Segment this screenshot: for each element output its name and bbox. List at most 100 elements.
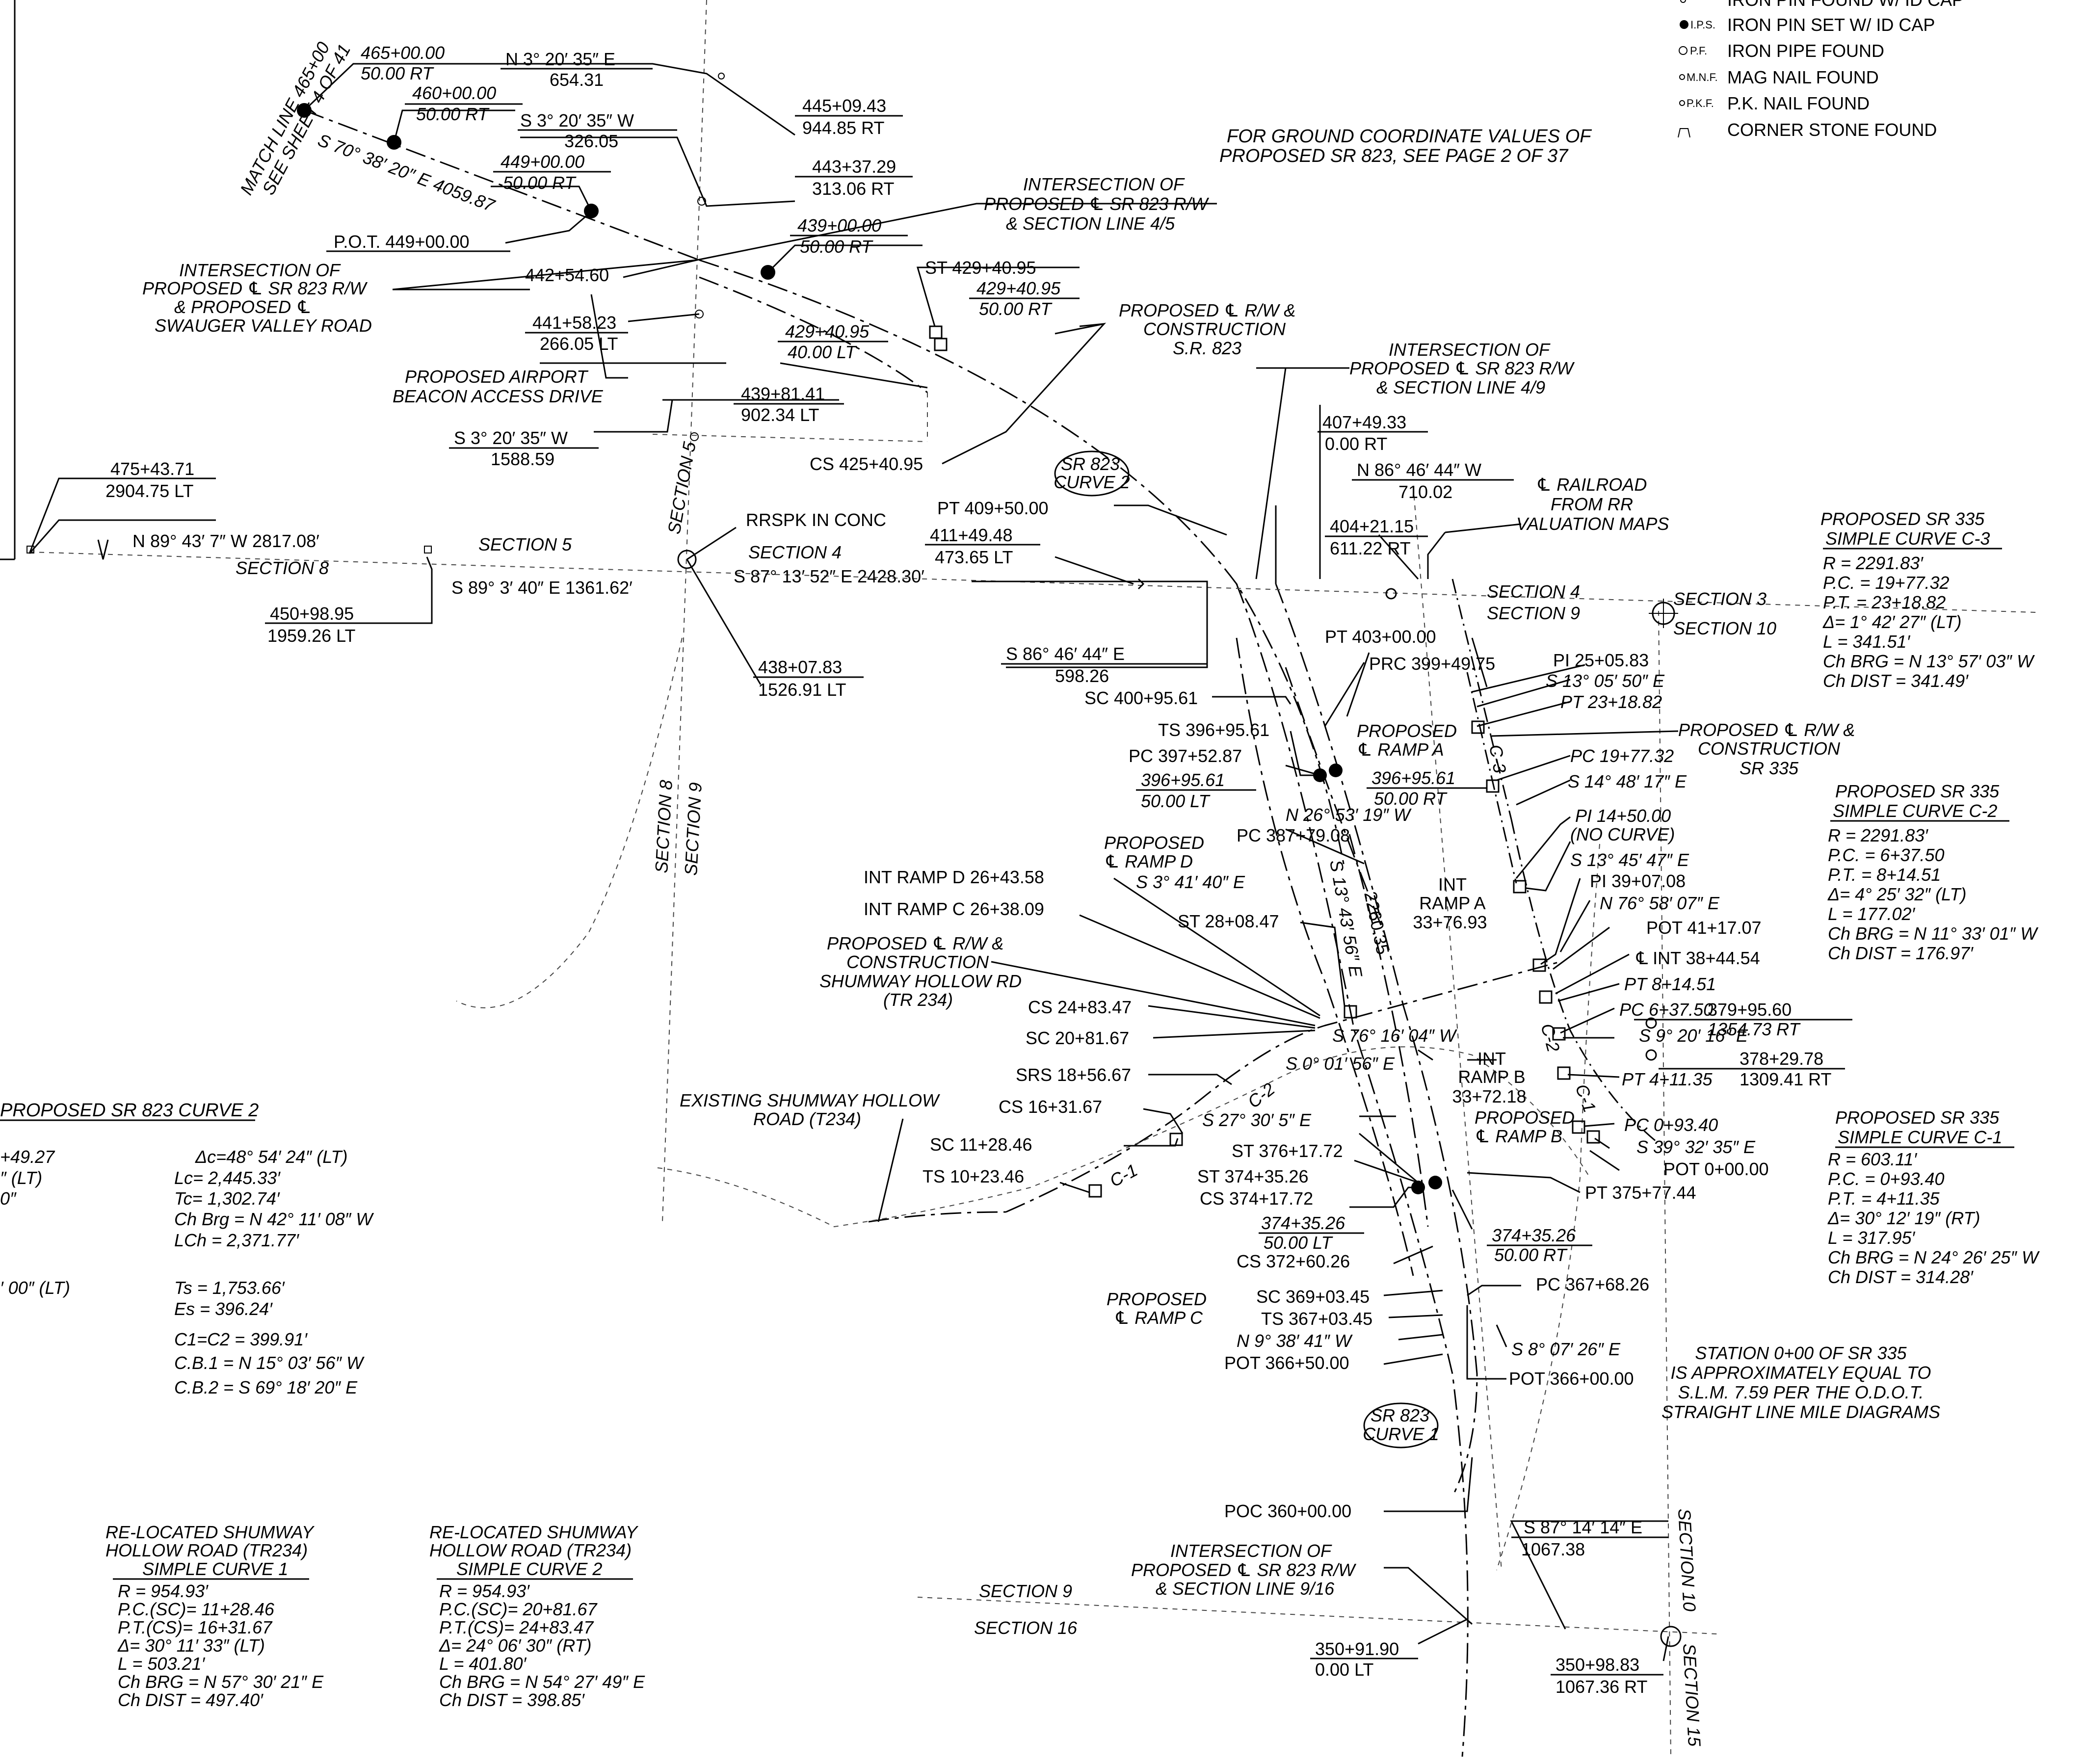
plat-label: 266.05 LT [540, 334, 618, 354]
plat-label: P.K. NAIL FOUND [1727, 93, 1870, 113]
plat-label: INTERSECTION OF [1389, 340, 1551, 360]
plat-label: ℄ INT 38+44.54 [1636, 948, 1760, 968]
iron-pin-found-icon [1680, 0, 1686, 3]
plat-label: PI 25+05.83 [1553, 650, 1649, 670]
plat-label: 50.00 RT [416, 104, 490, 124]
plat-label: 313.06 RT [812, 179, 894, 199]
linework [0, 0, 2037, 1757]
plat-label: SECTION 10 [1674, 1508, 1700, 1612]
plat-label: (NO CURVE) [1570, 824, 1675, 844]
plat-label: SECTION 10 [1673, 618, 1776, 638]
plat-label: IS APPROXIMATELY EQUAL TO [1671, 1363, 1931, 1383]
plat-label: P.F. [1690, 45, 1707, 57]
plat-label: PI 14+50.00 [1575, 806, 1671, 826]
plat-label: 450+98.95 [270, 604, 354, 624]
plat-label: SIMPLE CURVE C-2 [1833, 801, 1997, 821]
plat-label: PC 0+93.40 [1624, 1115, 1718, 1135]
plat-label: 1588.59 [491, 449, 554, 469]
plat-label: S 27° 30′ 5″ E [1202, 1110, 1312, 1130]
plat-label: N 89° 43′ 7″ W 2817.08′ [132, 531, 319, 551]
legend-item: CORNER STONE FOUND [1678, 120, 1937, 140]
plat-label: SC 400+95.61 [1084, 688, 1198, 708]
plat-label: P.T.(CS)= 24+83.47 [439, 1617, 594, 1637]
plat-label: Δc=48° 54′ 24″ (LT) [195, 1147, 348, 1167]
plat-label: TS 396+95.61 [1158, 720, 1269, 740]
table-sr335-c1: PROPOSED SR 335 SIMPLE CURVE C-1 R = 603… [1827, 1107, 2040, 1287]
plat-label: PROPOSED ℄ R/W & [1119, 300, 1295, 320]
plat-label: & SECTION LINE 9/16 [1156, 1579, 1335, 1599]
sr335-alignment [1451, 579, 1512, 820]
plat-label: P.T. = 8+14.51 [1828, 865, 1941, 885]
plat-label: 50.00 RT [800, 237, 873, 257]
plat-label: Lc= 2,445.33′ [174, 1168, 281, 1188]
plat-label: & SECTION LINE 4/5 [1006, 213, 1175, 234]
plat-label: ′ 00″ (LT) [0, 1278, 70, 1298]
sr823-curve2 [699, 259, 1345, 869]
plat-label: S 87° 14′ 14″ E [1524, 1517, 1642, 1537]
plat-label: SECTION 4 [748, 542, 842, 562]
plat-label: PT 375+77.44 [1585, 1183, 1696, 1203]
plat-label: 1526.91 LT [758, 680, 846, 700]
section-line-10 [1658, 610, 1671, 1757]
plat-label: SIMPLE CURVE C-3 [1825, 528, 1990, 549]
plat-label: 50.00 RT [1494, 1245, 1568, 1265]
plat-label: N 86° 46′ 44″ W [1357, 460, 1481, 480]
plat-label: INTERSECTION OF [179, 260, 341, 280]
plat-label: SECTION 9 [1487, 603, 1580, 623]
plat-label: PC 387+79.08 [1237, 825, 1350, 845]
plat-label: P.O.T. 449+00.00 [334, 232, 470, 252]
plat-label: S.R. 823 [1173, 338, 1241, 358]
plat-label: RAMP A [1419, 893, 1485, 913]
plat-label: C-1 [1107, 1160, 1141, 1191]
plat-label: S 8° 07′ 26″ E [1511, 1339, 1621, 1359]
plat-label: SR 823 [1371, 1405, 1429, 1425]
plat-label: S 86° 46′ 44″ E [1006, 644, 1125, 664]
plat-label: CS 16+31.67 [999, 1097, 1102, 1117]
plat-label: PC 6+37.50 [1619, 1000, 1713, 1020]
pk-nail-found-icon [1679, 100, 1685, 106]
plat-label: PT 403+00.00 [1325, 627, 1436, 647]
plat-label: 439+81.41 [741, 384, 825, 404]
plat-label: 460+00.00 [412, 83, 496, 103]
iron-pipe-found-icon [1679, 46, 1687, 55]
plat-label: Tc= 1,302.74′ [174, 1188, 280, 1209]
plat-label: PT 8+14.51 [1624, 974, 1716, 994]
plat-label: 374+35.26 [1261, 1213, 1345, 1233]
corner-stone-icon [1678, 128, 1690, 138]
plat-label: 1309.41 RT [1740, 1069, 1831, 1089]
plat-label: Ch DIST = 314.28′ [1828, 1267, 1974, 1287]
plat-label: SIMPLE CURVE 1 [142, 1559, 288, 1579]
plat-label: CS 372+60.26 [1237, 1251, 1350, 1271]
plat-label: (TR 234) [883, 990, 953, 1010]
plat-label: S 13° 05′ 50″ E [1546, 671, 1665, 691]
plat-label: SIMPLE CURVE 2 [456, 1559, 602, 1579]
plat-label: PROPOSED [1107, 1289, 1207, 1309]
iron-pipe-found [1645, 1049, 1657, 1061]
plat-label: RAMP B [1458, 1067, 1525, 1087]
plat-label: 33+76.93 [1413, 912, 1487, 932]
plat-label: 0.00 RT [1325, 434, 1387, 454]
plat-label: Ch DIST = 341.49′ [1823, 671, 1969, 691]
plat-label: HOLLOW ROAD (TR234) [429, 1540, 632, 1560]
plat-label: ℄ RAMP C [1114, 1308, 1203, 1328]
leaders [28, 63, 1679, 1661]
plat-label: CS 425+40.95 [810, 454, 923, 474]
plat-labels: 465+00.00 50.00 RT 460+00.00 50.00 RT 44… [28, 43, 1855, 1747]
plat-label: 611.22 RT [1330, 538, 1411, 558]
plat-label: SECTION 5 [664, 440, 700, 535]
plat-label: Ch BRG = N 24° 26′ 25″ W [1828, 1247, 2040, 1267]
plat-label: 473.65 LT [935, 547, 1013, 567]
plat-label: 407+49.33 [1322, 412, 1406, 432]
plat-label: PROPOSED SR 335 [1835, 1107, 2000, 1128]
plat-label: Ch BRG = N 11° 33′ 01″ W [1828, 923, 2038, 944]
plat-label: PROPOSED AIRPORT [405, 367, 589, 387]
plat-label: 1959.26 LT [267, 626, 355, 646]
plat-label: Ch DIST = 497.40′ [118, 1690, 264, 1710]
plat-label: LCh = 2,371.77′ [174, 1230, 299, 1250]
plat-label: S 70° 38′ 20″ E 4059.87 [315, 130, 498, 216]
mag-nail-found-icon [1679, 74, 1685, 80]
plat-label: ROAD (T234) [753, 1109, 861, 1129]
plat-label: PROPOSED ℄ R/W & [827, 933, 1003, 953]
plat-label: L = 177.02′ [1828, 904, 1916, 924]
plat-label: R = 954.93′ [439, 1581, 530, 1601]
